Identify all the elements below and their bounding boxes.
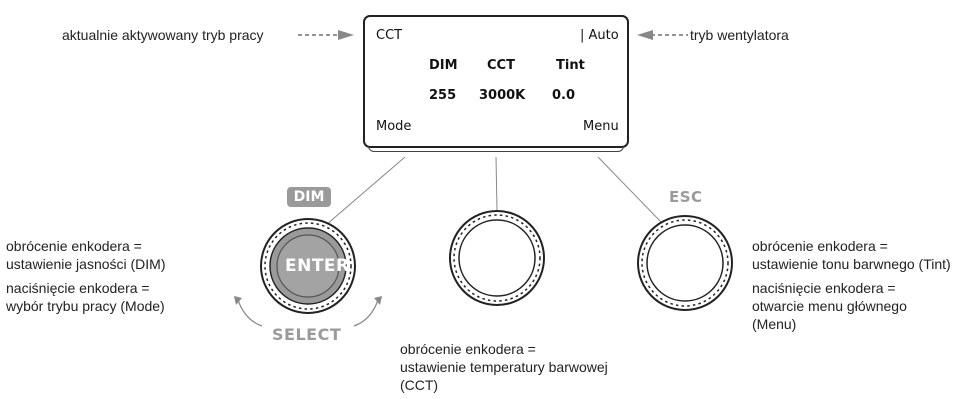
right-press-line-3: (Menu) xyxy=(752,316,797,332)
lcd-bezel xyxy=(368,146,624,152)
mid-rotate-line-2: ustawienie temperatury barwowej xyxy=(400,359,608,375)
dim-key-label: DIM xyxy=(287,187,331,207)
select-arrow-left-icon xyxy=(237,299,263,327)
softkey-mode: Mode xyxy=(376,119,412,134)
lcd-display xyxy=(363,15,629,148)
fan-mode-arrowhead xyxy=(637,30,653,40)
left-rotate-line-2: ustawienie jasności (DIM) xyxy=(6,256,166,272)
softkey-menu: Menu xyxy=(583,119,619,134)
right-encoder-leader xyxy=(597,156,663,224)
header-dim: DIM xyxy=(429,58,458,73)
value-cct: 3000K xyxy=(479,88,526,103)
right-encoder[interactable] xyxy=(637,215,733,311)
active-mode-arrowhead xyxy=(338,30,354,40)
mid-rotate-line-1: obrócenie enkodera = xyxy=(400,341,536,357)
right-press-line-1: naciśnięcie enkodera = xyxy=(752,280,896,296)
mode-name: CCT xyxy=(376,28,403,43)
right-rotate-line-1: obrócenie enkodera = xyxy=(752,238,888,254)
left-encoder[interactable] xyxy=(260,218,356,314)
select-key-label: SELECT xyxy=(272,325,342,344)
fan-mode: | Auto xyxy=(580,28,619,43)
left-encoder-leader xyxy=(325,156,406,226)
enter-key-label: ENTER xyxy=(285,256,350,276)
header-tint: Tint xyxy=(556,58,585,73)
esc-key-label: ESC xyxy=(669,188,703,206)
value-tint: 0.0 xyxy=(552,88,576,103)
left-press-line-1: naciśnięcie enkodera = xyxy=(6,280,150,296)
middle-encoder[interactable] xyxy=(449,210,545,306)
mid-rotate-line-3: (CCT) xyxy=(400,377,439,393)
select-arrow-right-icon xyxy=(353,299,379,327)
fan-mode-annotation: tryb wentylatora xyxy=(690,27,789,43)
value-dim: 255 xyxy=(429,88,457,103)
middle-encoder-leader xyxy=(495,156,498,211)
active-mode-annotation: aktualnie aktywowany tryb pracy xyxy=(62,27,264,43)
left-press-line-2: wybór trybu pracy (Mode) xyxy=(6,298,165,314)
right-press-line-2: otwarcie menu głównego xyxy=(752,298,907,314)
left-rotate-line-1: obrócenie enkodera = xyxy=(6,238,142,254)
right-rotate-line-2: ustawienie tonu barwnego (Tint) xyxy=(752,256,951,272)
header-cct: CCT xyxy=(487,58,515,73)
